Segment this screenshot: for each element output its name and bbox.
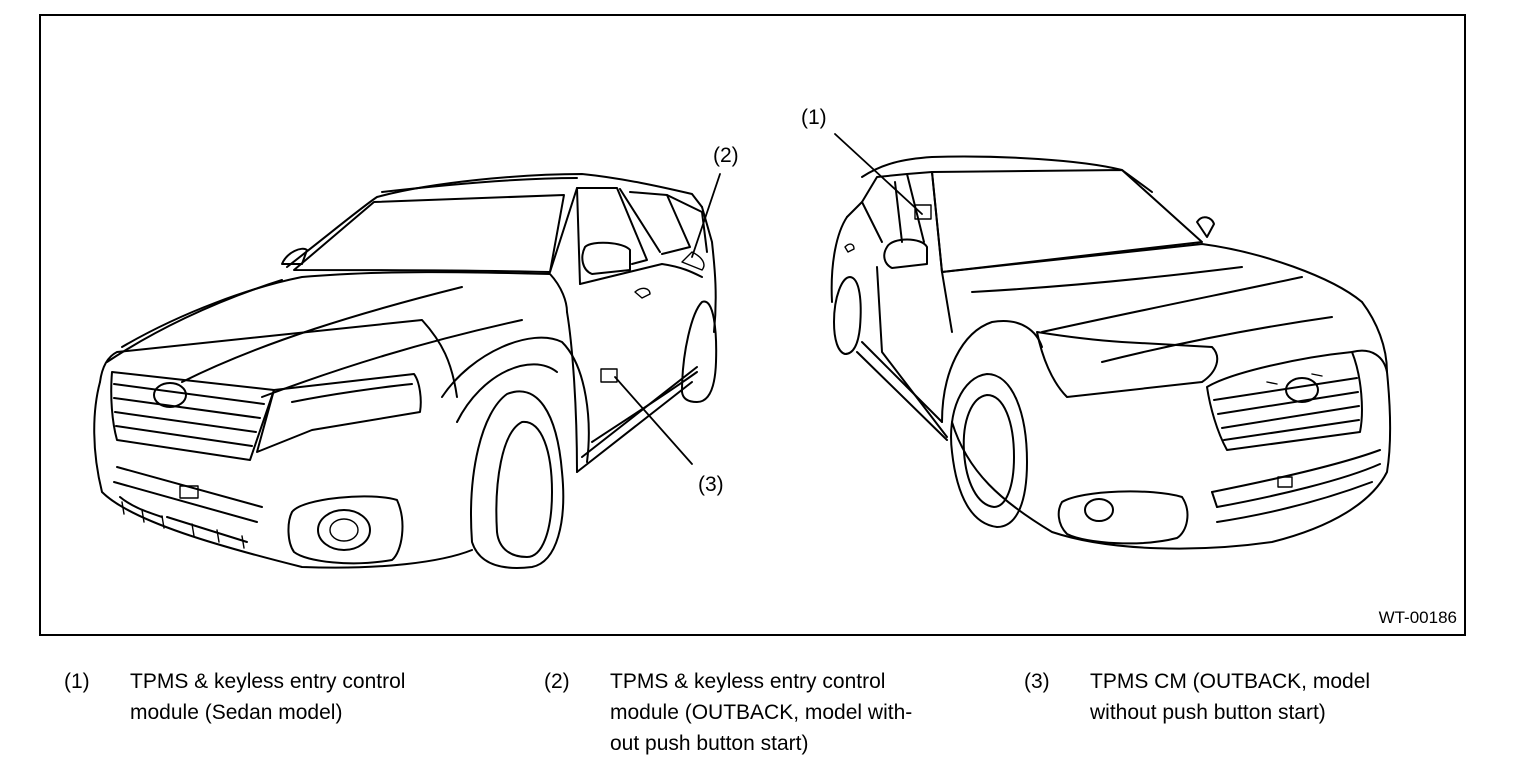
figure-id: WT-00186 bbox=[1378, 608, 1457, 627]
callout-leaders bbox=[614, 133, 923, 465]
callout-1-label: (1) bbox=[801, 106, 827, 129]
callout-3-label: (3) bbox=[698, 473, 724, 496]
callout-2-label: (2) bbox=[713, 144, 739, 167]
figure-frame: (1) (2) (3) WT-00186 bbox=[39, 14, 1466, 636]
vehicle-illustration bbox=[93, 133, 1392, 569]
legend-number: (3) bbox=[1024, 670, 1050, 693]
sedan-vehicle-drawing bbox=[830, 155, 1392, 550]
legend-description: TPMS CM (OUTBACK, model without push but… bbox=[1090, 670, 1371, 724]
legend-description: TPMS & keyless entry control module (OUT… bbox=[610, 670, 913, 755]
legend-number: (2) bbox=[544, 670, 570, 693]
outback-vehicle-drawing bbox=[93, 173, 718, 569]
legend-number: (1) bbox=[64, 670, 90, 693]
legend-description: TPMS & keyless entry control module (Sed… bbox=[130, 670, 406, 724]
